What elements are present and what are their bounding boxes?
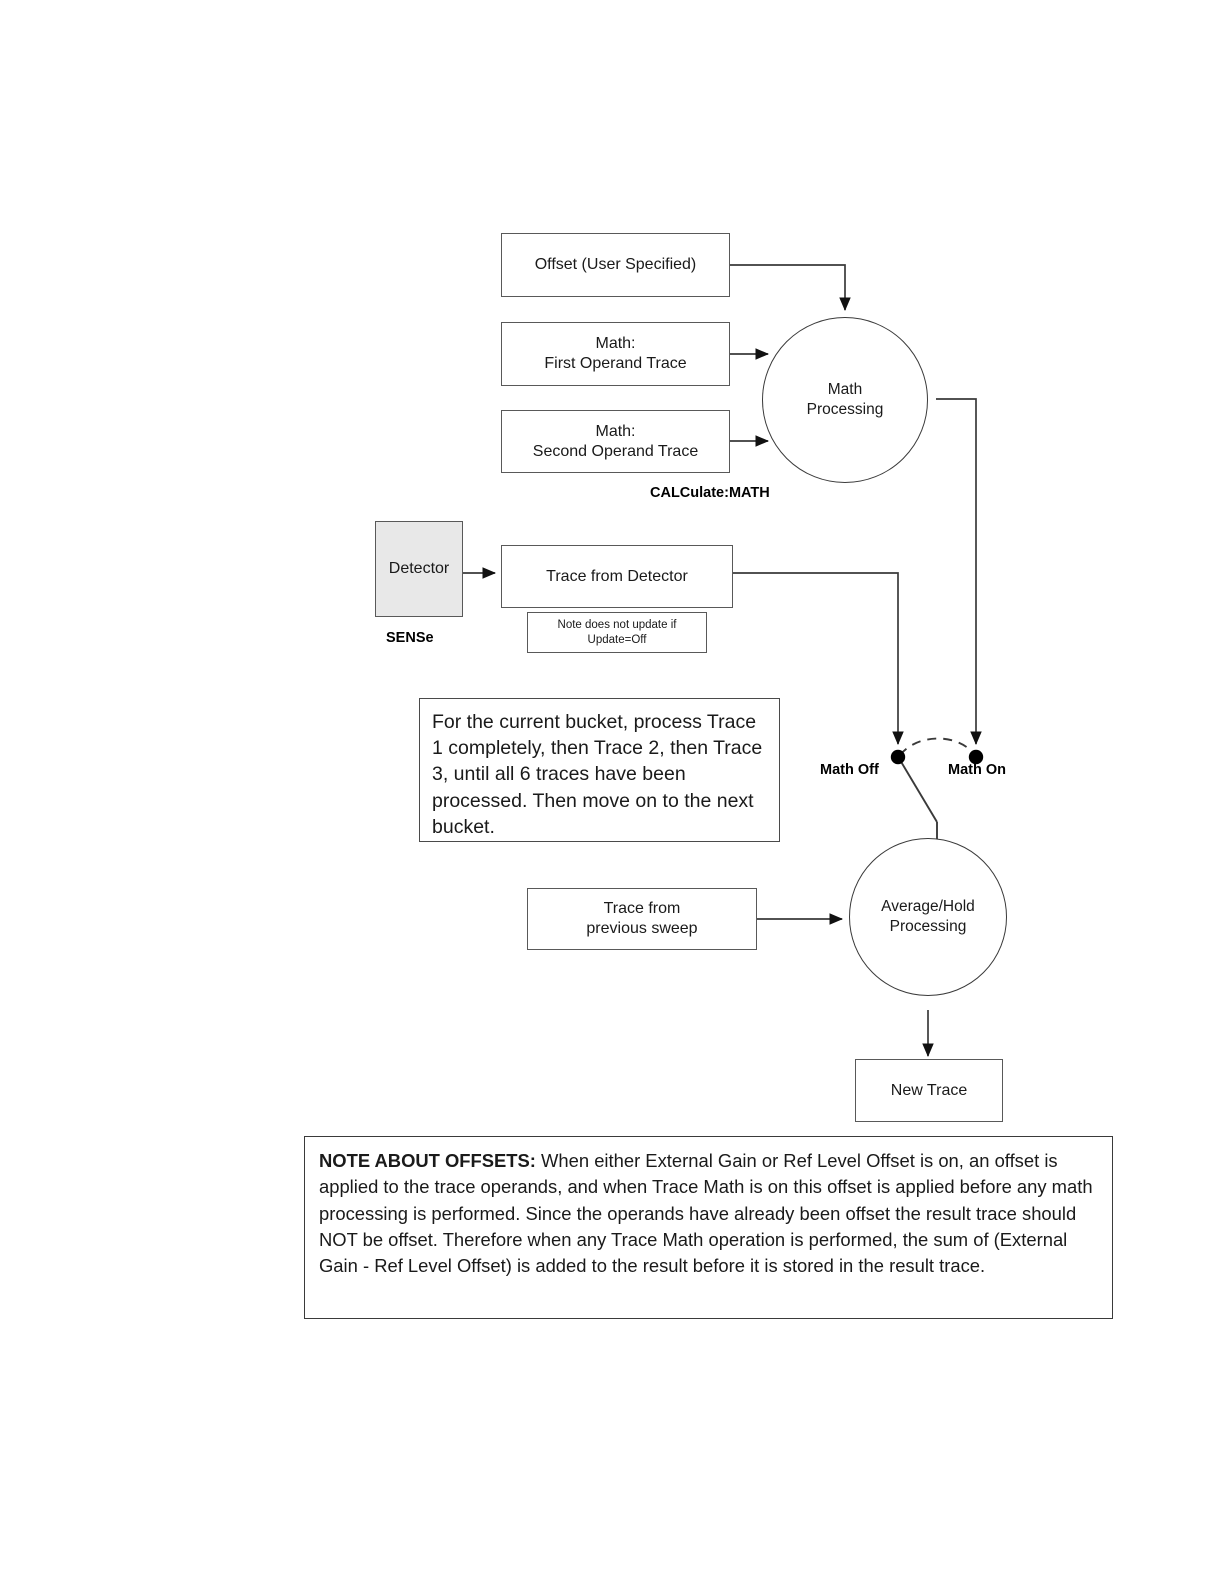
node-new-trace: New Trace	[855, 1059, 1003, 1122]
node-math-first-operand-line2: First Operand Trace	[544, 355, 687, 372]
caption-math-on: Math On	[948, 762, 1006, 778]
edge-math-to-math-on	[936, 398, 982, 746]
node-detector-label: Detector	[388, 560, 450, 578]
caption-math-off: Math Off	[820, 762, 879, 778]
node-math-first-operand-line1: Math:	[595, 335, 636, 353]
node-update-note-line2: Update=Off	[587, 633, 647, 646]
node-average-hold-line2: Processing	[889, 918, 967, 935]
node-bucket-note-text: For the current bucket, process Trace 1 …	[432, 711, 763, 838]
node-update-note-line1: Note does not update if	[557, 618, 677, 631]
caption-calculate-math: CALCulate:MATH	[650, 485, 770, 501]
node-offset: Offset (User Specified)	[501, 233, 730, 297]
node-update-note: Note does not update if Update=Off	[527, 612, 707, 653]
node-trace-from-detector-label: Trace from Detector	[546, 567, 688, 585]
note-about-offsets: NOTE ABOUT OFFSETS: When either External…	[304, 1136, 1113, 1319]
node-new-trace-label: New Trace	[890, 1081, 968, 1099]
note-about-offsets-heading: NOTE ABOUT OFFSETS:	[319, 1150, 536, 1171]
node-trace-from-detector: Trace from Detector	[501, 545, 733, 608]
node-average-hold-line1: Average/Hold	[881, 897, 975, 915]
node-math-second-operand: Math: Second Operand Trace	[501, 410, 730, 473]
node-trace-previous-sweep: Trace from previous sweep	[527, 888, 757, 950]
note-about-offsets-body: When either External Gain or Ref Level O…	[319, 1150, 1093, 1277]
node-bucket-note: For the current bucket, process Trace 1 …	[419, 698, 780, 842]
switch-arc	[899, 737, 976, 756]
edge-offset-to-math	[730, 264, 851, 312]
node-math-second-operand-line2: Second Operand Trace	[532, 442, 699, 460]
caption-sense: SENSe	[386, 630, 434, 646]
node-average-hold-processing: Average/Hold Processing	[849, 838, 1007, 996]
math-off-contact-dot	[890, 749, 906, 765]
node-math-second-operand-line1: Math:	[595, 422, 636, 440]
node-math-processing-line2: Processing	[806, 401, 884, 418]
math-on-contact-dot	[968, 749, 984, 765]
switch-lever	[899, 759, 938, 823]
node-detector: Detector	[375, 521, 463, 617]
node-math-first-operand: Math: First Operand Trace	[501, 322, 730, 386]
node-offset-label: Offset (User Specified)	[534, 256, 697, 274]
node-trace-previous-sweep-line2: previous sweep	[586, 920, 698, 937]
edge-trace-to-math-off	[733, 572, 904, 746]
node-math-processing: Math Processing	[762, 317, 928, 483]
node-trace-previous-sweep-line1: Trace from	[603, 900, 681, 918]
node-math-processing-line1: Math	[827, 380, 863, 398]
